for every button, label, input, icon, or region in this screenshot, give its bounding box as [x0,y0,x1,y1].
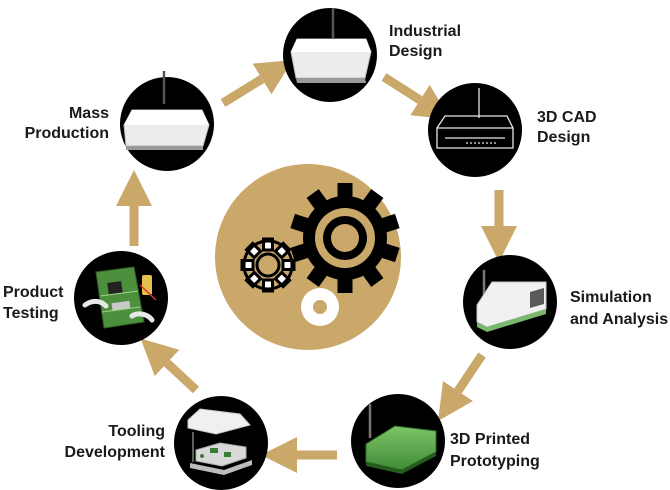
stage-label-line1: Mass [69,105,109,122]
stage-label-line2: Design [537,129,590,146]
stage-label-line1: Tooling [108,423,165,440]
stage-label-line2: Design [389,43,442,60]
arrow-mass-to-industrial [223,79,262,103]
stage-label-line1: Product [3,284,64,301]
arrow-simulation-to-prototyping [458,355,482,391]
stage-simulation-analysis: Simulation and Analysis [463,255,668,349]
stage-mass-production: Mass Production [25,71,214,171]
stage-3d-cad-design: 3D CAD Design [428,83,597,177]
stage-tooling-development: Tooling Development [65,396,268,490]
stage-label-line2: Testing [3,305,59,322]
stage-label-line1: Industrial [389,23,461,40]
stage-3d-printed-prototyping: 3D Printed Prototyping [351,394,540,488]
stage-label-line2: and Analysis [570,311,668,328]
stage-label-line2: Production [25,125,109,142]
stage-label-line2: Development [65,444,166,461]
arrow-tooling-to-testing [167,363,196,390]
stage-label-line2: Prototyping [450,453,540,470]
stage-label-line1: 3D Printed [450,431,530,448]
stage-industrial-design: Industrial Design [283,8,461,102]
center-hub [215,164,401,350]
arrow-industrial-to-cad [384,77,420,100]
stage-product-testing: Product Testing [3,251,168,345]
stage-label-line1: Simulation [570,289,652,306]
stage-circle [428,83,522,177]
stage-label-line1: 3D CAD [537,109,597,126]
